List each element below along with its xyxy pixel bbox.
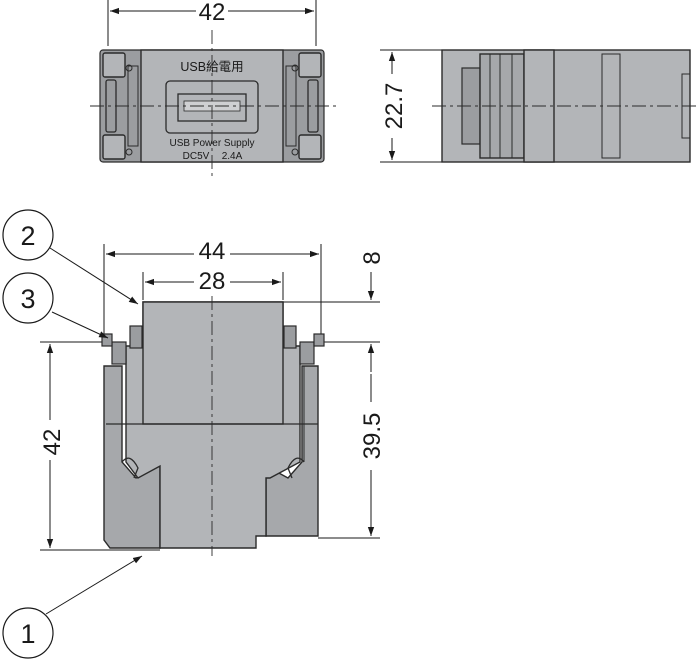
callout-3: 3 [2, 272, 109, 339]
bottom-view: 44 28 8 39.5 42 [38, 238, 386, 556]
callout-3-label: 3 [20, 284, 35, 314]
side-height-dimension: 22.7 [381, 83, 408, 130]
front-width-dimension: 42 [199, 0, 226, 26]
callout-1: 1 [2, 555, 143, 659]
outer-width-dimension: 44 [199, 238, 226, 265]
inner-width-dimension: 28 [199, 268, 226, 295]
right-height-dimension: 39.5 [359, 413, 386, 460]
side-view: 22.7 [380, 49, 697, 163]
callout-1-label: 1 [20, 619, 35, 649]
front-view: 42 USB給電用 USB Power Supply DC5V 2.4A [90, 0, 336, 178]
callout-2: 2 [2, 209, 139, 305]
usb-voltage-label: DC5V [183, 151, 210, 162]
usb-current-label: 2.4A [222, 151, 243, 162]
left-height-dimension: 42 [39, 429, 66, 456]
depth-top-dimension: 8 [359, 251, 386, 264]
callout-2-label: 2 [20, 221, 35, 251]
